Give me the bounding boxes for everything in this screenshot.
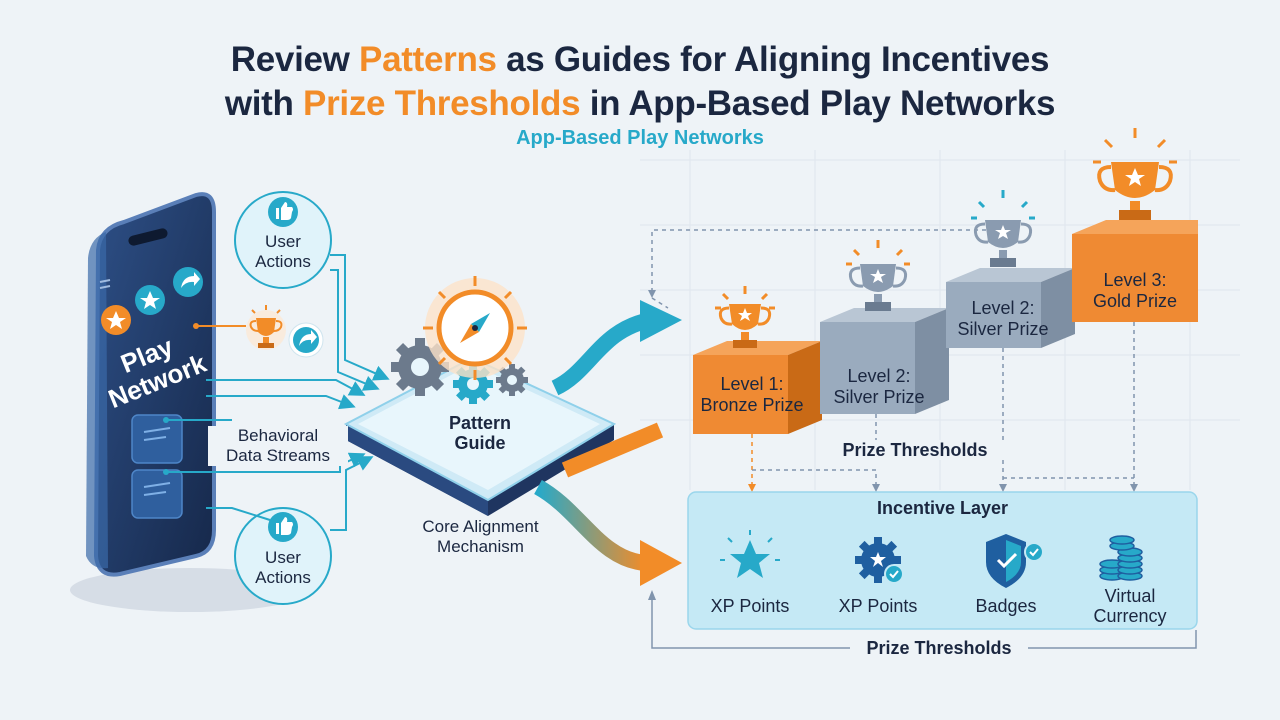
subtitle: App-Based Play Networks — [516, 127, 764, 149]
input-connectors — [166, 254, 390, 531]
title-line-2: with Prize Thresholds in App-Based Play … — [0, 82, 1280, 126]
incentive-layer-panel — [687, 491, 1198, 630]
gear-check-icon — [855, 537, 904, 584]
prize-box-bronze — [693, 341, 822, 434]
incentive-label-badges: Badges — [975, 596, 1037, 616]
core-mechanism-label: Core Alignment Mechanism — [422, 517, 539, 556]
prize-box-silver-1 — [820, 308, 949, 414]
compass-icon — [423, 276, 527, 380]
trophy-silver-icon — [846, 240, 910, 311]
coins-icon — [1099, 535, 1143, 581]
incentive-label-xp: XP Points — [838, 596, 918, 616]
title-text: as Guides for Aligning Incentives — [496, 40, 1050, 79]
incentive-label-currency: Virtual Currency — [1093, 586, 1167, 626]
flow-arrow-gradient — [533, 479, 648, 571]
prize-label-silver: Level 2: Silver Prize — [833, 366, 925, 407]
menu-icon — [99, 279, 111, 289]
user-actions-label: User Actions — [255, 548, 311, 587]
prize-box-gold — [1072, 220, 1198, 322]
bottom-prize-thresholds-label: Prize Thresholds — [866, 638, 1012, 658]
shield-check-icon — [986, 534, 1044, 588]
title-highlight: Prize Thresholds — [303, 84, 581, 123]
user-actions-bottom-node — [234, 507, 332, 605]
trophy-gold-icon — [1093, 128, 1177, 220]
page-title: Review Patterns as Guides for Aligning I… — [0, 38, 1280, 126]
user-actions-top-node — [234, 191, 332, 289]
title-text: with — [224, 84, 304, 123]
share-icon — [288, 322, 324, 358]
prize-label-gold: Level 3: Gold Prize — [1092, 270, 1178, 311]
bottom-threshold-line — [651, 598, 850, 649]
star-icon — [720, 530, 780, 578]
pattern-guide-label: Pattern Guide — [448, 413, 511, 453]
phone-share-icon — [173, 267, 203, 297]
title-highlight: Patterns — [359, 40, 497, 79]
prize-box-silver-2 — [946, 268, 1075, 348]
prize-label-bronze: Level 1: Bronze Prize — [700, 374, 804, 415]
prize-label-silver: Level 2: Silver Prize — [957, 298, 1049, 339]
small-trophy-icon — [246, 305, 286, 350]
prize-thresholds-label: Prize Thresholds — [820, 440, 1010, 460]
flow-arrow-teal — [551, 312, 652, 396]
incentive-layer-title: Incentive Layer — [876, 498, 1009, 518]
trophy-silver-icon — [971, 190, 1035, 267]
title-text: in App-Based Play Networks — [580, 84, 1056, 123]
incentive-label-xp: XP Points — [710, 596, 790, 616]
flow-arrow-orange — [561, 422, 664, 478]
threshold-lines — [751, 322, 1135, 486]
phone-star-orange-icon — [101, 305, 131, 335]
title-line-1: Review Patterns as Guides for Aligning I… — [0, 38, 1280, 82]
trophy-bronze-icon — [715, 286, 775, 348]
behavioral-data-label: Behavioral Data Streams — [208, 426, 348, 466]
phone-star-teal-icon — [135, 285, 165, 315]
user-actions-label: User Actions — [255, 232, 311, 271]
title-text: Review — [230, 40, 360, 79]
